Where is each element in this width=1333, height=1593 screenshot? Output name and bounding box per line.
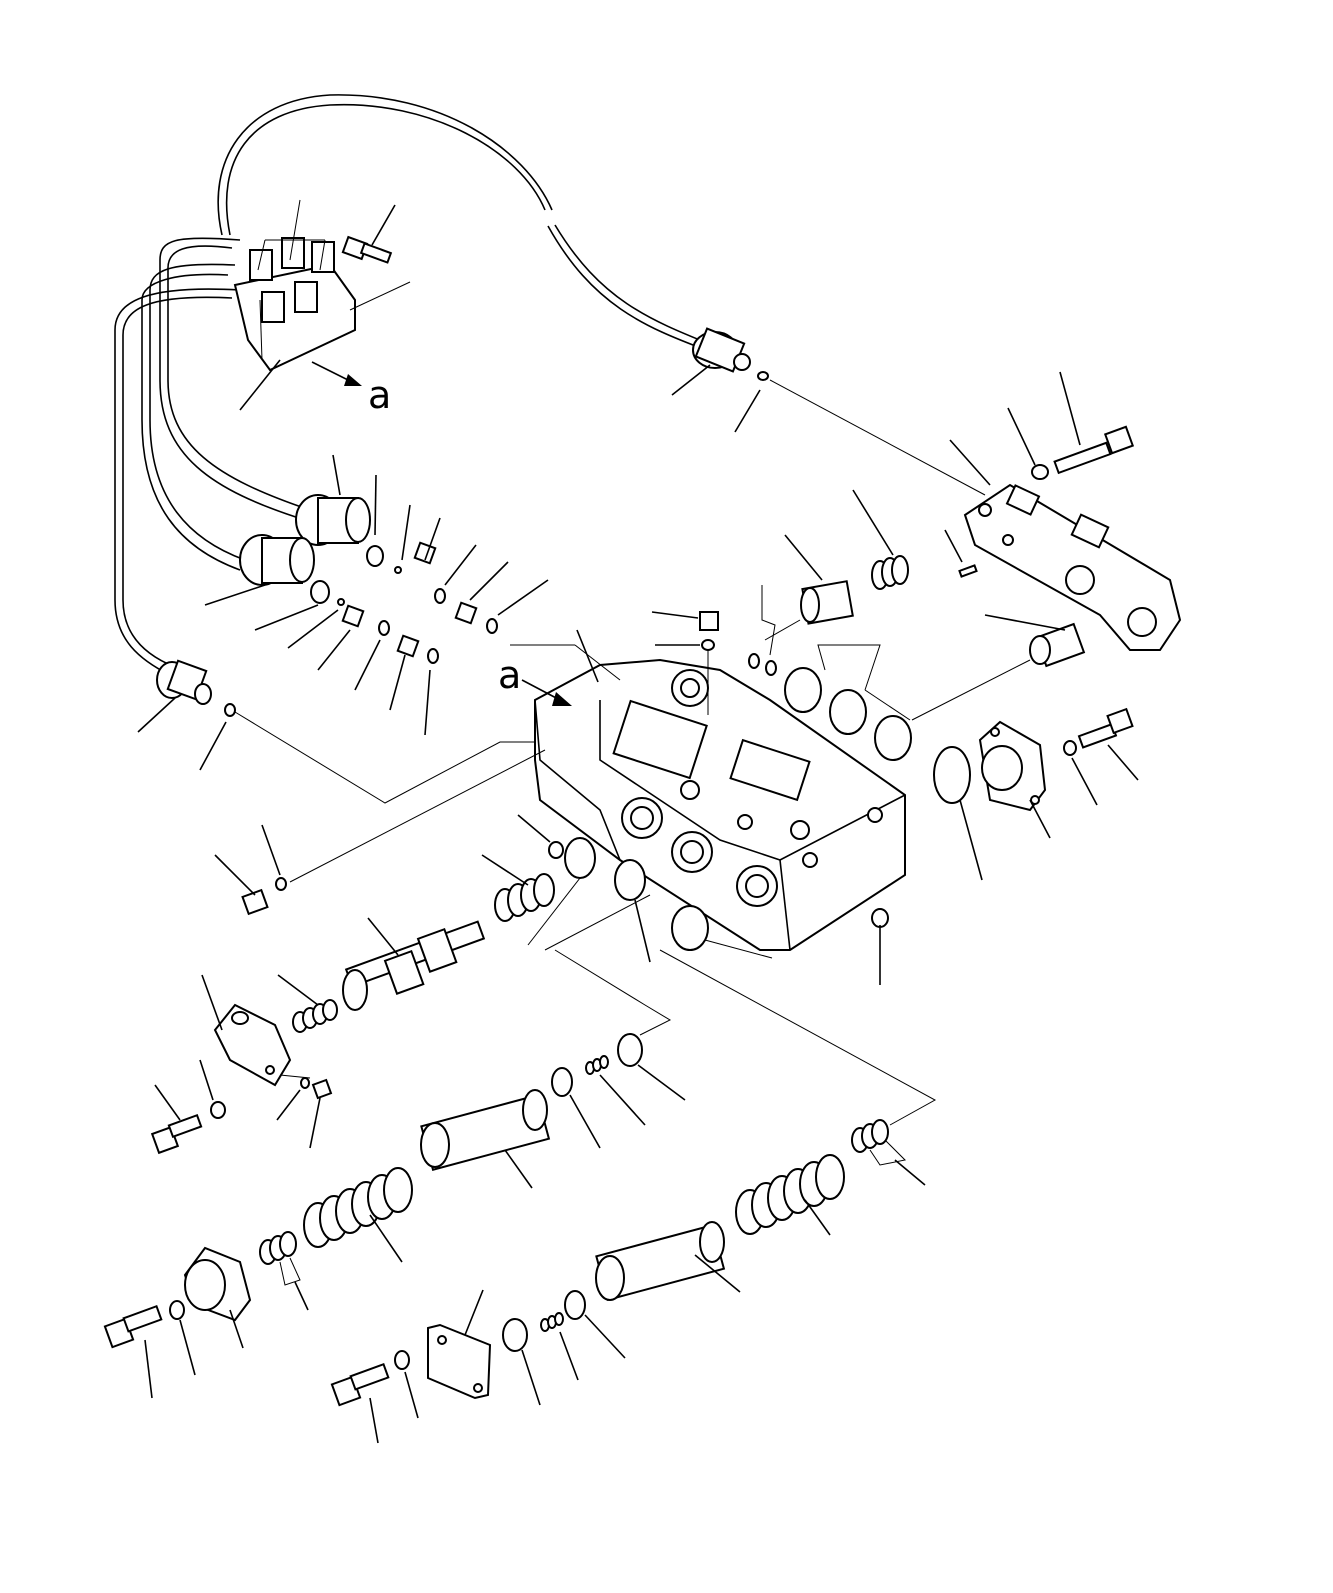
accumulator-piston: [748, 489, 909, 676]
wiring-harness: [114, 94, 713, 676]
shim-stack-left: [259, 1231, 309, 1311]
solenoid-top-right: [671, 327, 986, 496]
bottom-cover-plate: [330, 1289, 492, 1444]
left-lower-cover: [103, 1246, 252, 1399]
label-a-top: a: [368, 373, 391, 417]
spool-assembly-lower: [595, 949, 937, 1301]
right-cover-plate: [944, 371, 1182, 651]
arrow-a-top: a: [311, 361, 391, 417]
body-side-plug: [871, 908, 889, 985]
right-end-cover: [933, 707, 1139, 881]
fittings-row: [317, 517, 549, 736]
solenoid-upper: [295, 454, 411, 574]
label-a-mid: a: [498, 653, 521, 697]
spool-assembly-upper: [420, 949, 686, 1189]
small-plugs-lower: [502, 1290, 626, 1406]
shim-discs: [784, 644, 1031, 761]
small-spring-left: [277, 974, 338, 1033]
main-spool: [342, 814, 773, 1011]
long-spring-left: [303, 1167, 413, 1263]
bracket-bolt: [341, 204, 411, 311]
left-plug-bolt: [214, 749, 546, 916]
left-end-cover: [150, 974, 333, 1155]
connector-bracket: [233, 199, 356, 411]
solenoid-bottom-left: [137, 659, 555, 804]
body-plug: [651, 611, 719, 715]
solenoid-lower: [204, 534, 345, 649]
valve-body: [510, 629, 906, 951]
arrow-a-mid: a: [498, 653, 572, 706]
right-plug-screw: [984, 614, 1086, 668]
